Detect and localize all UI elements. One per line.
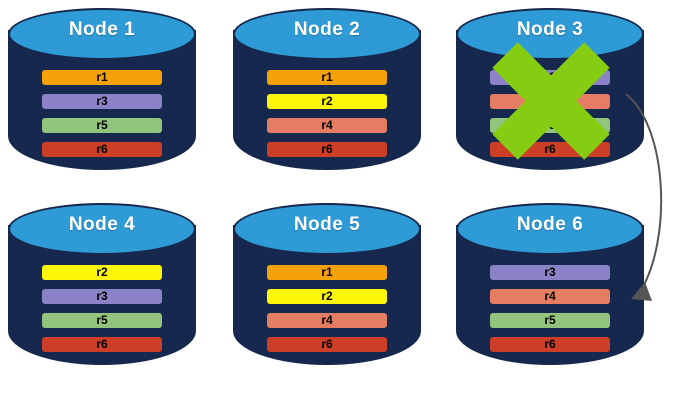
- node-4-top-ellipse: [8, 203, 196, 255]
- node-4-record-r3[interactable]: r3: [42, 289, 162, 304]
- node-3-record-r3[interactable]: r3: [490, 70, 610, 85]
- node-6-records: r3 r4 r5 r6: [490, 265, 610, 352]
- node-5-records: r1 r2 r4 r6: [267, 265, 387, 352]
- node-1-top-ellipse: [8, 8, 196, 60]
- node-1-records: r1 r3 r5 r6: [42, 70, 162, 157]
- node-6-record-r4[interactable]: r4: [490, 289, 610, 304]
- node-3-record-r5[interactable]: r5: [490, 118, 610, 133]
- node-5-record-r1[interactable]: r1: [267, 265, 387, 280]
- node-4-record-r5[interactable]: r5: [42, 313, 162, 328]
- node-4-record-r2[interactable]: r2: [42, 265, 162, 280]
- node-5-label: Node 5: [293, 214, 361, 235]
- node-4-record-r6[interactable]: r6: [42, 337, 162, 352]
- node-5-top-ellipse: [233, 203, 421, 255]
- node-5[interactable]: Node 5 r1 r2 r4 r6: [233, 203, 421, 383]
- node-4[interactable]: Node 4 r2 r3 r5 r6: [8, 203, 196, 383]
- node-5-record-r2[interactable]: r2: [267, 289, 387, 304]
- node-3-record-r4[interactable]: r4: [490, 94, 610, 109]
- node-1-record-r5[interactable]: r5: [42, 118, 162, 133]
- node-3-record-r6[interactable]: r6: [490, 142, 610, 157]
- node-6[interactable]: Node 6 r3 r4 r5 r6: [456, 203, 644, 383]
- node-2-records: r1 r2 r4 r6: [267, 70, 387, 157]
- node-2[interactable]: Node 2 r1 r2 r4 r6: [233, 8, 421, 188]
- node-4-label: Node 4: [68, 214, 136, 235]
- node-6-label: Node 6: [516, 214, 584, 235]
- node-6-record-r6[interactable]: r6: [490, 337, 610, 352]
- node-3[interactable]: Node 3 r3 r4 r5 r6: [456, 8, 644, 188]
- node-2-top-ellipse: [233, 8, 421, 60]
- node-3-label: Node 3: [516, 19, 584, 40]
- node-2-record-r6[interactable]: r6: [267, 142, 387, 157]
- node-1[interactable]: Node 1 r1 r3 r5 r6: [8, 8, 196, 188]
- node-1-label: Node 1: [68, 19, 136, 40]
- node-2-record-r1[interactable]: r1: [267, 70, 387, 85]
- node-2-record-r2[interactable]: r2: [267, 94, 387, 109]
- node-2-record-r4[interactable]: r4: [267, 118, 387, 133]
- node-4-records: r2 r3 r5 r6: [42, 265, 162, 352]
- node-5-record-r6[interactable]: r6: [267, 337, 387, 352]
- node-1-record-r3[interactable]: r3: [42, 94, 162, 109]
- node-1-record-r6[interactable]: r6: [42, 142, 162, 157]
- node-3-records: r3 r4 r5 r6: [490, 70, 610, 157]
- node-6-record-r5[interactable]: r5: [490, 313, 610, 328]
- node-1-record-r1[interactable]: r1: [42, 70, 162, 85]
- node-2-label: Node 2: [293, 19, 361, 40]
- node-6-record-r3[interactable]: r3: [490, 265, 610, 280]
- node-5-record-r4[interactable]: r4: [267, 313, 387, 328]
- node-6-top-ellipse: [456, 203, 644, 255]
